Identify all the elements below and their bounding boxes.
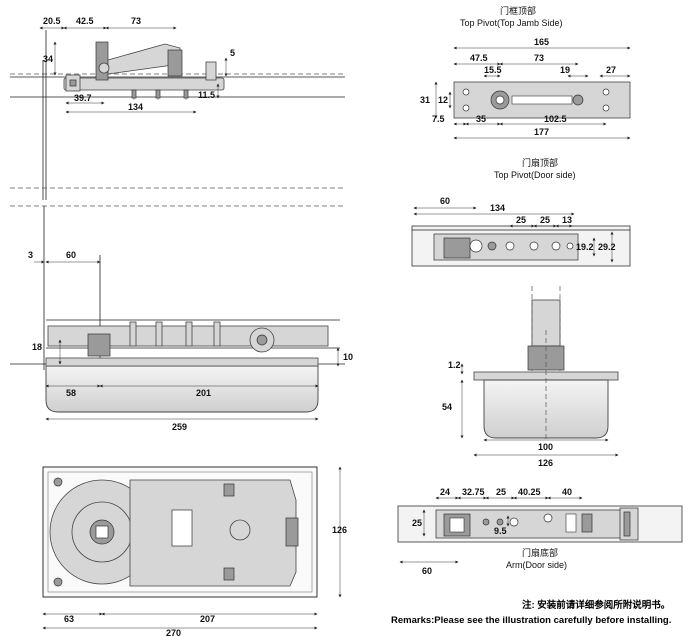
dim-126-end: 126 — [538, 458, 553, 468]
dim-25-vert: 25 — [412, 518, 422, 528]
dim-47-5: 47.5 — [470, 53, 488, 63]
dim-7-5: 7.5 — [432, 114, 445, 124]
dim-259: 259 — [172, 422, 187, 432]
dim-35: 35 — [476, 114, 486, 124]
top-pivot-assembly-view: 20.5 42.5 73 34 5 39.7 134 11.5 — [10, 16, 345, 200]
dim-102-5: 102.5 — [544, 114, 567, 124]
dim-19: 19 — [560, 65, 570, 75]
floor-spring-end-view: 1.2 54 100 126 — [442, 286, 619, 468]
dim-63: 63 — [64, 614, 74, 624]
dim-40: 40 — [562, 487, 572, 497]
caption-arm-en: Arm(Door side) — [506, 560, 567, 570]
dim-134-door: 134 — [490, 203, 505, 213]
dim-60: 60 — [66, 250, 76, 260]
arm-door-side-view: 24 32.75 25 40.25 40 25 9.5 60 门扇底部 Arm(… — [397, 487, 683, 576]
dim-73-jamb: 73 — [534, 53, 544, 63]
dim-19-2: 19.2 — [576, 242, 594, 252]
dim-9-5: 9.5 — [494, 526, 507, 536]
dim-3: 3 — [28, 250, 33, 260]
dim-58: 58 — [66, 388, 76, 398]
dim-20-5: 20.5 — [43, 16, 61, 26]
floor-spring-plan-view: 126 63 207 270 — [42, 466, 347, 638]
floor-spring-side-view: 3 60 18 10 58 201 259 — [10, 206, 353, 432]
dim-11-5: 11.5 — [198, 90, 215, 100]
dim-270: 270 — [166, 628, 181, 638]
dim-207: 207 — [200, 614, 215, 624]
dim-201: 201 — [196, 388, 211, 398]
dim-18: 18 — [32, 342, 42, 352]
remarks-cn: 注: 安装前请详细参阅所附说明书。 — [522, 599, 670, 611]
caption-jamb-en: Top Pivot(Top Jamb Side) — [460, 18, 563, 28]
top-pivot-jamb-side-view: 门框顶部 Top Pivot(Top Jamb Side) 165 47.5 7… — [420, 5, 631, 140]
dim-73: 73 — [131, 16, 141, 26]
dim-40-25: 40.25 — [518, 487, 541, 497]
dim-54: 54 — [442, 402, 452, 412]
dim-10: 10 — [343, 352, 353, 362]
dim-31: 31 — [420, 95, 430, 105]
dim-13: 13 — [562, 215, 572, 225]
dim-177: 177 — [534, 127, 549, 137]
remarks-en: Remarks:Please see the illustration care… — [391, 615, 671, 626]
dim-25-b: 25 — [540, 215, 550, 225]
dim-32-75: 32.75 — [462, 487, 485, 497]
dim-100: 100 — [538, 442, 553, 452]
dim-126-plan: 126 — [332, 525, 347, 535]
dim-165: 165 — [534, 37, 549, 47]
dim-34: 34 — [43, 54, 53, 64]
caption-door-en: Top Pivot(Door side) — [494, 170, 576, 180]
dim-25-arm: 25 — [496, 487, 506, 497]
dim-15-5: 15.5 — [484, 65, 502, 75]
dim-39-7: 39.7 — [74, 93, 92, 103]
caption-arm-cn: 门扇底部 — [522, 547, 558, 558]
dim-27: 27 — [606, 65, 616, 75]
dim-24: 24 — [440, 487, 450, 497]
top-pivot-door-side-view: 门扇顶部 Top Pivot(Door side) 60 134 25 25 1… — [411, 157, 631, 267]
dim-60-door: 60 — [440, 196, 450, 206]
dim-42-5: 42.5 — [76, 16, 94, 26]
dim-1-2: 1.2 — [448, 360, 461, 370]
dim-60-arm: 60 — [422, 566, 432, 576]
caption-door-cn: 门扇顶部 — [522, 157, 558, 168]
dim-5: 5 — [230, 48, 235, 58]
dim-134: 134 — [128, 102, 143, 112]
dim-25-a: 25 — [516, 215, 526, 225]
remarks: 注: 安装前请详细参阅所附说明书。 Remarks:Please see the… — [391, 599, 671, 626]
caption-jamb-cn: 门框顶部 — [500, 5, 536, 16]
dim-29-2: 29.2 — [598, 242, 616, 252]
dim-12: 12 — [438, 95, 448, 105]
